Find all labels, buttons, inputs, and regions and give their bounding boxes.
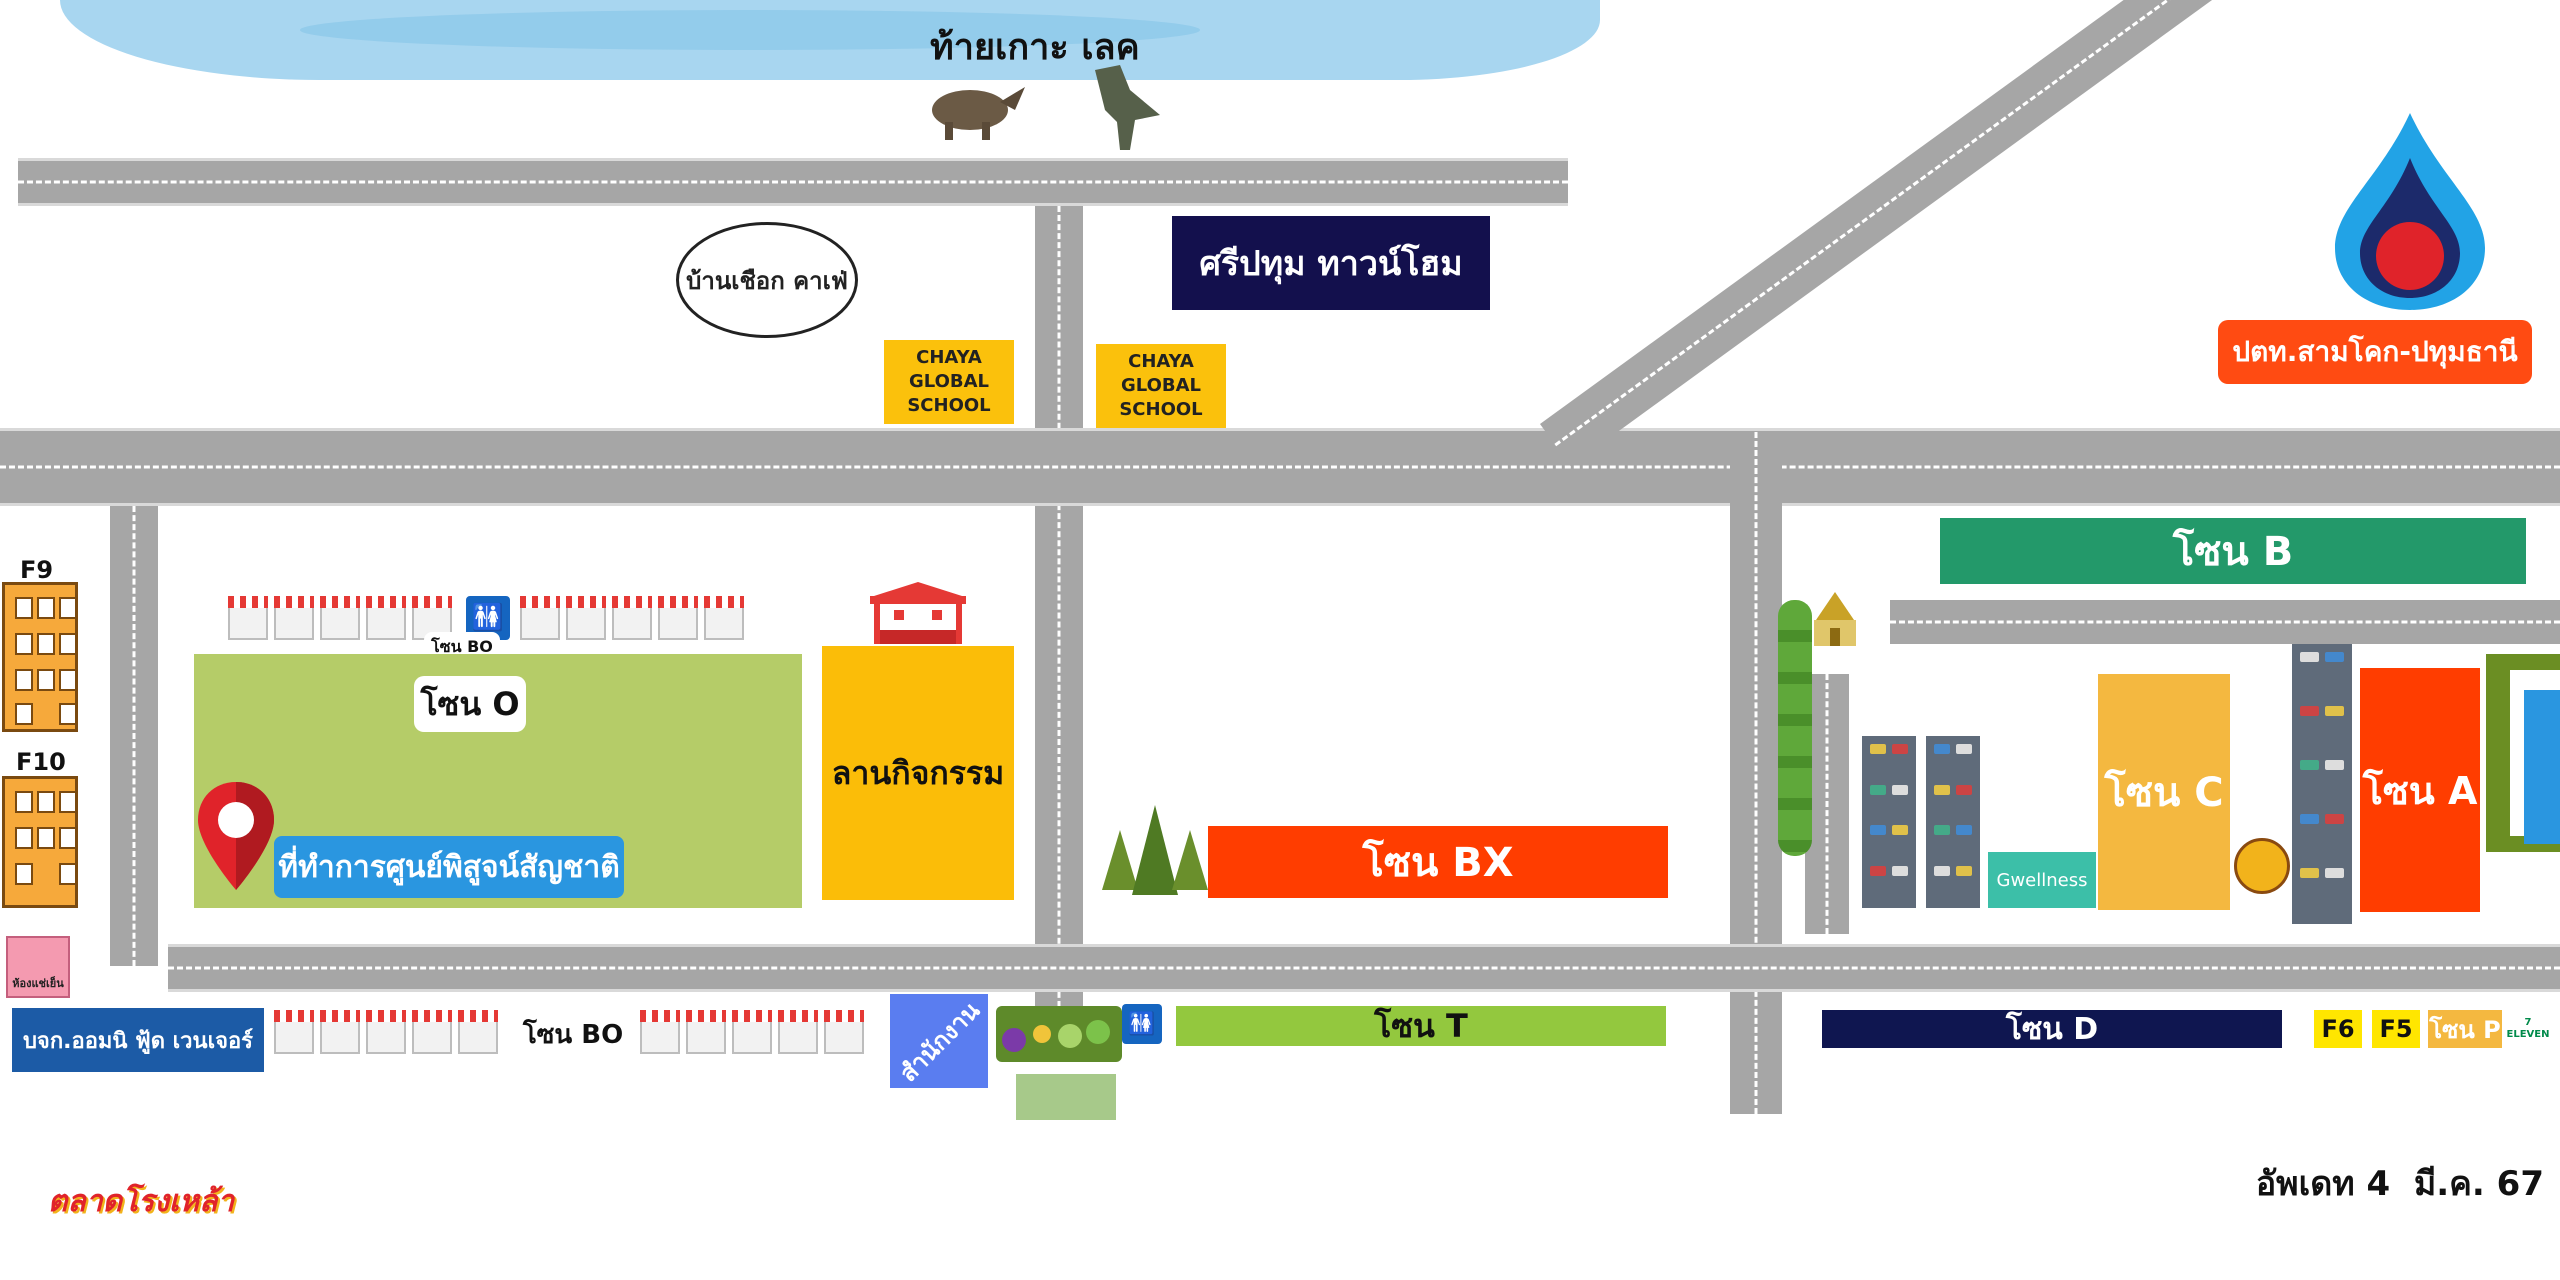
parking-lot-1 <box>1862 736 1916 908</box>
company-box: บจก.ออมนิ ฟู้ด เวนเจอร์ <box>12 1008 264 1072</box>
zone-bo-top-label: โซน BO <box>431 636 493 656</box>
green-frame <box>2486 654 2560 852</box>
ptt-label: ปตท.สามโคก-ปทุมธานี <box>2232 335 2518 368</box>
f9-building-icon <box>2 582 78 732</box>
zone-f5: F5 <box>2372 1010 2420 1048</box>
school-left-line3: SCHOOL <box>907 395 991 416</box>
stage-icon <box>864 580 972 646</box>
update-date: อัพเดท 4 มี.ค. 67 <box>2255 1164 2544 1204</box>
zone-o-badge: โซน O <box>414 676 526 732</box>
wellness-box: Gwellness <box>1988 852 2096 908</box>
market-logo-text: ตลาดโรงเหล้า <box>47 1183 235 1219</box>
zone-b-label: โซน B <box>2172 529 2294 575</box>
market-logo: ตลาดโรงเหล้า <box>46 1168 236 1234</box>
road-top-horizontal <box>18 158 1568 206</box>
ptt-label-box: ปตท.สามโคก-ปทุมธานี <box>2218 320 2532 384</box>
zone-bo-bottom-label: โซน BO <box>522 1019 624 1050</box>
zone-c-label: โซน C <box>2104 770 2224 816</box>
pine-trees-icon <box>1100 800 1210 900</box>
marker-label: ที่ทำการศูนย์พิสูจน์สัญชาติ <box>278 849 620 885</box>
f10-building-icon <box>2 776 78 908</box>
road-main-horizontal <box>0 428 2560 506</box>
stalls-row-top-right <box>520 596 744 640</box>
ptt-logo-icon <box>2330 108 2490 313</box>
company-label: บจก.ออมนิ ฟู้ด เวนเจอร์ <box>22 1028 254 1054</box>
hedge-icon <box>1778 600 1812 856</box>
school-right-line3: SCHOOL <box>1119 399 1203 420</box>
zone-f6: F6 <box>2314 1010 2362 1048</box>
stalls-row-bottom-right <box>640 1010 864 1054</box>
school-left-line1: CHAYA <box>916 347 982 368</box>
parking-lot-3 <box>2292 644 2352 924</box>
parking-lot-2 <box>1926 736 1980 908</box>
zone-t-label: โซน T <box>1374 1006 1468 1045</box>
office-box: สำนักงาน <box>890 994 988 1088</box>
road-temple-lane <box>1805 674 1849 934</box>
temple-icon <box>1804 590 1866 652</box>
lake-shade <box>300 10 1200 50</box>
location-pin-icon <box>196 780 276 892</box>
mascot-badge-icon <box>2234 838 2290 894</box>
wellness-label: Gwellness <box>1996 869 2088 891</box>
sripatum-townhome: ศรีปทุม ทาวน์โฮม <box>1172 216 1490 310</box>
seven-eleven-icon: 7 ELEVEN <box>2506 1008 2550 1050</box>
f9-label: F9 <box>20 556 54 584</box>
zone-p: โซน P <box>2428 1010 2502 1048</box>
zone-b: โซน B <box>1940 518 2526 584</box>
road-right-vertical <box>1730 432 1782 1114</box>
triceratops-icon <box>920 72 1030 142</box>
seven-eleven-label: 7 ELEVEN <box>2506 1017 2550 1040</box>
ice-shop-label: ห้องแช่เย็น <box>12 977 64 990</box>
marker-label-box: ที่ทำการศูนย์พิสูจน์สัญชาติ <box>274 836 624 898</box>
restroom-bottom-icon: 🚻 <box>1122 1004 1162 1044</box>
cafe-label: บ้านเชือก คาเฟ่ <box>686 266 848 295</box>
road-zone-b-lane <box>1890 600 2560 644</box>
zone-d-label: โซน D <box>2005 1011 2099 1047</box>
ice-shop: ห้องแช่เย็น <box>6 936 70 998</box>
school-right-line1: CHAYA <box>1128 351 1194 372</box>
office-label: สำนักงาน <box>893 995 985 1087</box>
road-diagonal <box>1540 0 2453 467</box>
road-left-vertical <box>110 506 158 966</box>
zone-t: โซน T <box>1176 1006 1666 1046</box>
zone-p-label: โซน P <box>2429 1015 2501 1044</box>
activity-label: ลานกิจกรรม <box>831 753 1005 792</box>
school-right-line2: GLOBAL <box>1120 375 1202 396</box>
zone-f5-label: F5 <box>2379 1015 2413 1043</box>
stalls-row-bottom-left <box>274 1010 498 1054</box>
sripatum-label: ศรีปทุม ทาวน์โฮม <box>1199 244 1463 284</box>
zone-bo-bottom: โซน BO <box>518 1012 628 1056</box>
zone-d: โซน D <box>1822 1010 2282 1048</box>
activity-area: ลานกิจกรรม <box>822 646 1014 900</box>
garden-patch <box>1016 1074 1116 1120</box>
t-rex-icon <box>1075 60 1175 155</box>
school-right: CHAYA GLOBAL SCHOOL <box>1096 344 1226 428</box>
zone-bx-label: โซน BX <box>1362 840 1514 886</box>
zone-o-label: โซน O <box>420 684 520 723</box>
zone-c: โซน C <box>2098 674 2230 910</box>
zone-a-label: โซน A <box>2362 768 2478 813</box>
stalls-row-top-left <box>228 596 452 640</box>
road-bottom-horizontal <box>168 944 2560 992</box>
lake-label: ท้ายเกาะ เลค <box>930 27 1140 68</box>
school-left-line2: GLOBAL <box>908 371 990 392</box>
blue-block <box>2524 690 2560 844</box>
road-center-vertical <box>1035 206 1083 1016</box>
school-left: CHAYA GLOBAL SCHOOL <box>884 340 1014 424</box>
zone-a: โซน A <box>2360 668 2480 912</box>
f10-label: F10 <box>16 748 66 776</box>
zone-bx: โซน BX <box>1208 826 1668 898</box>
zone-f6-label: F6 <box>2321 1015 2355 1043</box>
cafe-logo: บ้านเชือก คาเฟ่ <box>676 222 858 338</box>
fruit-stall-icon <box>996 1006 1122 1062</box>
